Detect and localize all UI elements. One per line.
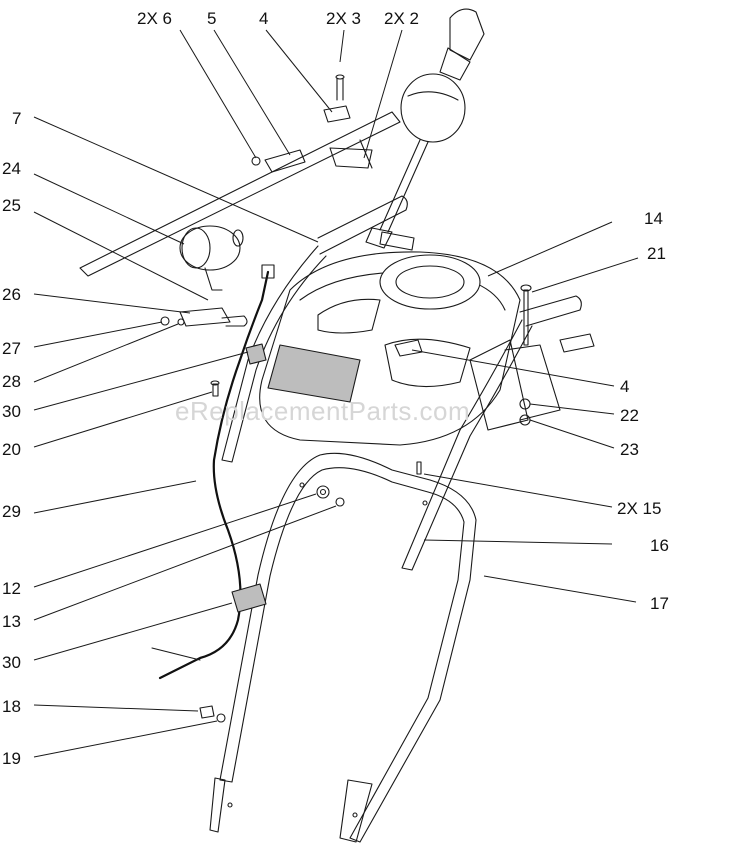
label-19: 19 <box>2 749 21 768</box>
label-29: 29 <box>2 502 21 521</box>
label-24: 24 <box>2 159 21 178</box>
dash-panel <box>259 251 561 446</box>
right-upper-support <box>401 284 595 571</box>
label-26: 26 <box>2 285 21 304</box>
leader-lines <box>33 29 639 758</box>
headlight <box>179 225 244 291</box>
label-2x3: 2X 3 <box>326 9 361 28</box>
label-4-right: 4 <box>620 377 629 396</box>
upper-rod-assembly <box>79 74 401 277</box>
cable-ties <box>231 343 267 613</box>
label-2x2: 2X 2 <box>384 9 419 28</box>
label-30-lower: 30 <box>2 653 21 672</box>
cable <box>151 264 275 680</box>
watermark: eReplacementParts.com <box>175 396 470 426</box>
control-knob <box>365 8 485 249</box>
light-bracket <box>160 307 248 327</box>
label-2x6: 2X 6 <box>137 9 172 28</box>
label-23: 23 <box>620 440 639 459</box>
label-20: 20 <box>2 440 21 459</box>
label-13: 13 <box>2 612 21 631</box>
callout-labels: 2X 6 5 4 2X 3 2X 2 7 24 25 14 21 26 27 2… <box>2 9 669 768</box>
label-22: 22 <box>620 406 639 425</box>
label-12: 12 <box>2 579 21 598</box>
label-5: 5 <box>207 9 216 28</box>
label-14: 14 <box>644 209 663 228</box>
lower-handle-frame <box>209 452 477 843</box>
label-28: 28 <box>2 372 21 391</box>
label-27: 27 <box>2 339 21 358</box>
label-4-top: 4 <box>259 9 268 28</box>
label-16: 16 <box>650 536 669 555</box>
hardware <box>199 380 422 723</box>
label-7: 7 <box>12 109 21 128</box>
label-2x15: 2X 15 <box>617 499 661 518</box>
label-30-upper: 30 <box>2 402 21 421</box>
label-21: 21 <box>647 244 666 263</box>
label-25: 25 <box>2 196 21 215</box>
label-18: 18 <box>2 697 21 716</box>
label-17: 17 <box>650 594 669 613</box>
left-support <box>221 195 415 463</box>
